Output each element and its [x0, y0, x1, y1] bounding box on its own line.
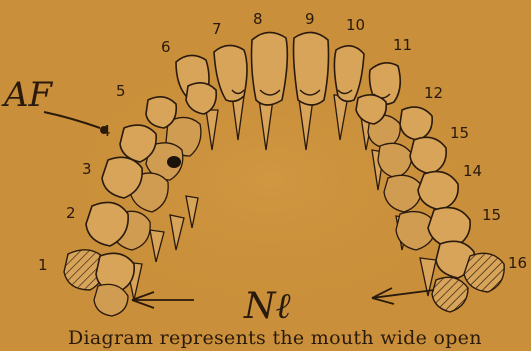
tooth-8	[252, 32, 288, 105]
annotation-af: AF	[1, 75, 54, 115]
number-16: 16	[508, 254, 527, 272]
number-8: 8	[253, 10, 263, 28]
number-11: 11	[393, 36, 412, 54]
number-12: 12	[424, 84, 443, 102]
number-6: 6	[161, 38, 171, 56]
annotation-bottom: Nℓ	[243, 286, 291, 327]
number-10: 10	[346, 16, 365, 34]
tooth-5	[146, 97, 176, 128]
number-15-upper: 15	[450, 124, 469, 142]
number-9: 9	[305, 10, 315, 28]
number-7: 7	[212, 20, 222, 38]
number-1: 1	[38, 256, 48, 274]
number-3: 3	[82, 160, 92, 178]
tooth-12	[400, 107, 432, 140]
caption: Diagram represents the mouth wide open	[68, 327, 482, 349]
tooth-9	[294, 32, 329, 105]
number-15-lower: 15	[482, 206, 501, 224]
number-5: 5	[116, 82, 126, 100]
af-pointer-dot	[100, 126, 108, 134]
number-2: 2	[66, 204, 76, 222]
decay-spot	[167, 156, 181, 168]
number-14: 14	[463, 162, 482, 180]
